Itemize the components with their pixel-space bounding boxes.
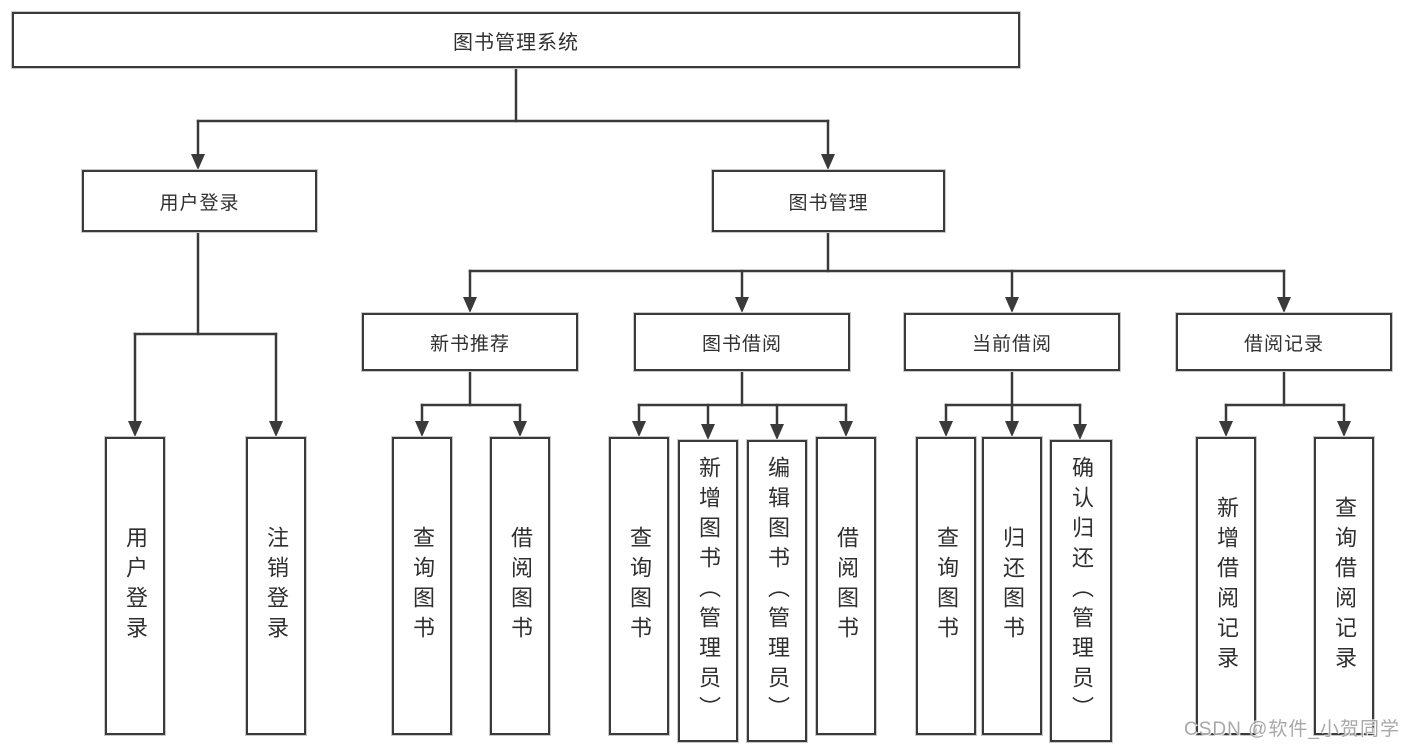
- leaf-label: 确认归还（管理员）: [1069, 456, 1094, 726]
- arrow-down-icon: [1337, 421, 1351, 437]
- leaf-confirm-return-admin: 确认归还（管理员）: [1049, 439, 1113, 743]
- leaf-query-borrow-record: 查询借阅记录: [1313, 436, 1375, 736]
- leaf-query-books-borrow: 查询图书: [608, 436, 670, 736]
- leaf-label: 借阅图书: [508, 526, 533, 646]
- leaf-label: 查询图书: [934, 526, 959, 646]
- node-current-borrow: 当前借阅: [903, 312, 1121, 372]
- watermark: CSDN @软件_小贺同学: [1184, 719, 1400, 740]
- arrow-down-icon: [735, 297, 749, 313]
- node-new-book-recommend: 新书推荐: [361, 312, 579, 372]
- leaf-label: 查询图书: [627, 526, 652, 646]
- leaf-label: 新增借阅记录: [1214, 496, 1239, 676]
- leaf-label: 编辑图书（管理员）: [765, 456, 790, 726]
- arrow-down-icon: [939, 421, 953, 437]
- node-book-borrow: 图书借阅: [633, 312, 851, 372]
- arrow-down-icon: [1073, 424, 1087, 440]
- node-book-management: 图书管理: [711, 169, 946, 233]
- node-user-login: 用户登录: [81, 169, 318, 233]
- node-borrow-records: 借阅记录: [1175, 312, 1393, 372]
- leaf-add-book-admin: 新增图书（管理员）: [677, 439, 739, 743]
- leaf-label: 借阅图书: [834, 526, 859, 646]
- arrow-down-icon: [1219, 421, 1233, 437]
- arrow-down-icon: [1005, 297, 1019, 313]
- leaf-logout: 注销登录: [245, 436, 307, 736]
- leaf-label: 新增图书（管理员）: [696, 456, 721, 726]
- arrow-down-icon: [770, 424, 784, 440]
- arrow-down-icon: [632, 421, 646, 437]
- leaf-label: 归还图书: [1000, 526, 1025, 646]
- arrow-down-icon: [128, 421, 142, 437]
- arrow-down-icon: [821, 154, 835, 170]
- leaf-label: 查询图书: [410, 526, 435, 646]
- leaf-label: 查询借阅记录: [1332, 496, 1357, 676]
- leaf-label: 用户登录: [123, 526, 148, 646]
- leaf-return-books: 归还图书: [981, 436, 1043, 736]
- leaf-query-books-recommend: 查询图书: [391, 436, 453, 736]
- leaf-borrow-books: 借阅图书: [815, 436, 877, 736]
- arrow-down-icon: [191, 154, 205, 170]
- leaf-edit-book-admin: 编辑图书（管理员）: [746, 439, 808, 743]
- arrow-down-icon: [415, 421, 429, 437]
- leaf-borrow-books-recommend: 借阅图书: [489, 436, 551, 736]
- arrow-down-icon: [839, 421, 853, 437]
- leaf-add-borrow-record: 新增借阅记录: [1195, 436, 1257, 736]
- arrow-down-icon: [269, 421, 283, 437]
- connector-lines: [133, 66, 1346, 428]
- leaf-label: 注销登录: [264, 526, 289, 646]
- arrow-down-icon: [1277, 297, 1291, 313]
- node-book-management-system: 图书管理系统: [11, 11, 1021, 69]
- leaf-user-login: 用户登录: [104, 436, 166, 736]
- leaf-query-books-current: 查询图书: [915, 436, 977, 736]
- arrow-down-icon: [463, 297, 477, 313]
- arrow-down-icon: [513, 421, 527, 437]
- arrow-down-icon: [1005, 421, 1019, 437]
- arrow-down-icon: [701, 424, 715, 440]
